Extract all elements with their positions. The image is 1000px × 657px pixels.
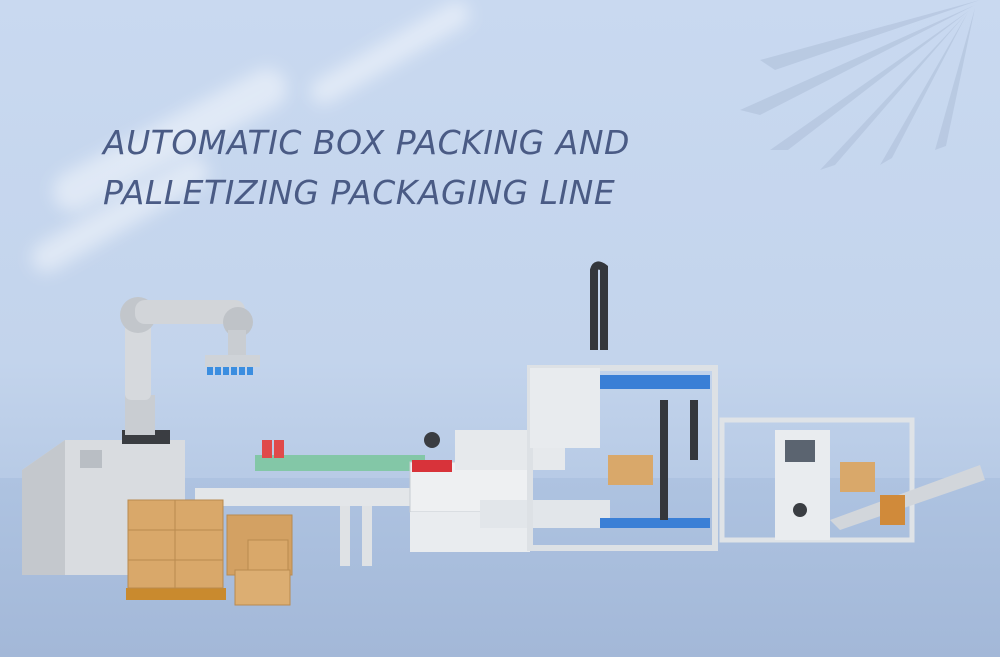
page-title: AUTOMATIC BOX PACKING AND PALLETIZING PA… (103, 118, 743, 218)
case-sealer (409, 430, 610, 552)
title-line-2: PALLETIZING PACKAGING LINE (103, 173, 616, 212)
cardboard-box-icon (126, 499, 293, 606)
case-erector (719, 417, 985, 543)
title-line-1: AUTOMATIC BOX PACKING AND (103, 123, 630, 162)
robot-arm-icon (120, 297, 260, 444)
bottle-conveyor (195, 440, 425, 566)
case-packer (527, 261, 718, 551)
